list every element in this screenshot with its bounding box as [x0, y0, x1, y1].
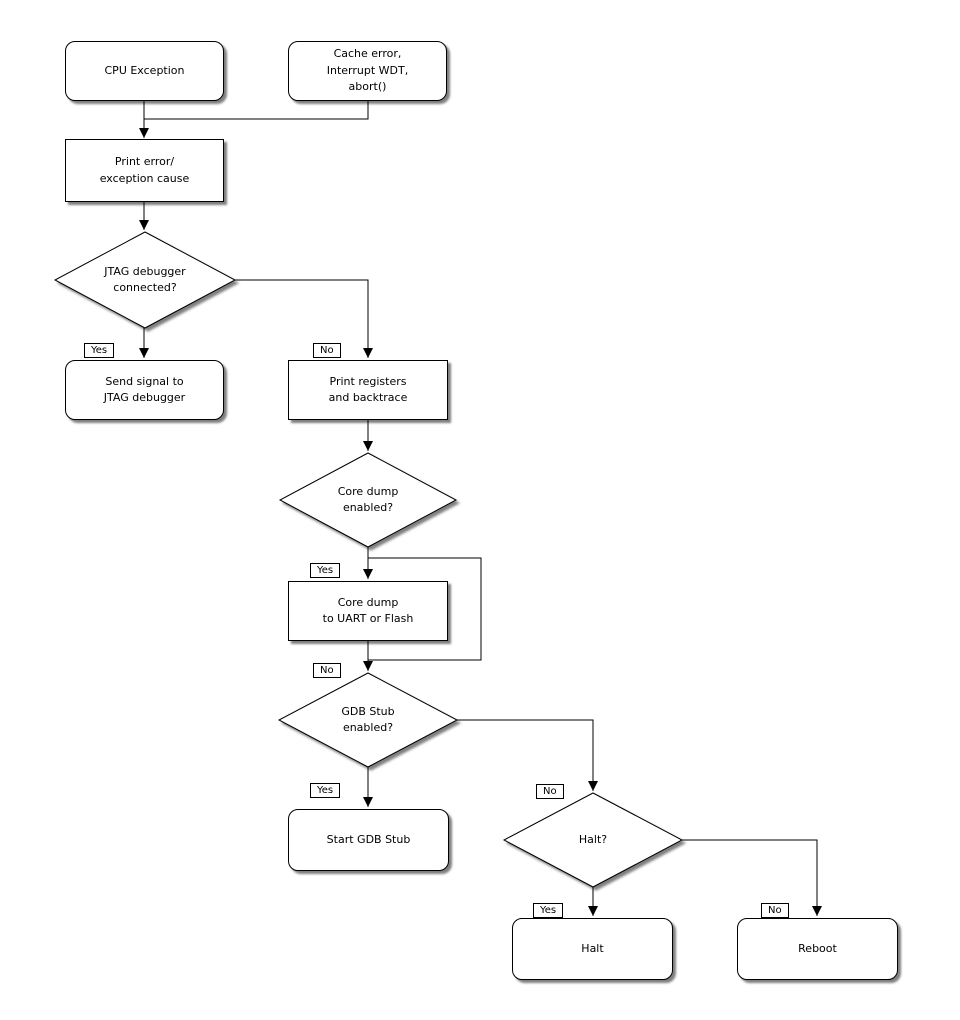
node-print-registers: Print registers and backtrace: [288, 360, 448, 420]
decision-gdb-stub-shape: [277, 672, 459, 768]
node-cache-error: Cache error, Interrupt WDT, abort(): [288, 41, 447, 101]
edge-label-halt-yes: Yes: [533, 903, 564, 918]
decision-jtag-connected-shape: [53, 231, 237, 329]
decision-core-dump-shape: [278, 452, 458, 548]
node-cpu-exception: CPU Exception: [65, 41, 224, 101]
decision-halt-shape: [502, 792, 684, 888]
edge-label-core-dump-no: No: [313, 663, 341, 678]
node-print-error: Print error/ exception cause: [65, 139, 224, 202]
edge-label-jtag-yes: Yes: [84, 343, 115, 358]
node-start-gdb-stub: Start GDB Stub: [288, 809, 449, 871]
node-send-signal-jtag: Send signal to JTAG debugger: [65, 360, 224, 420]
edge-label-halt-no: No: [761, 903, 789, 918]
edge-label-core-dump-yes: Yes: [310, 563, 341, 578]
edge-label-gdb-no: No: [536, 784, 564, 799]
node-core-dump: Core dump to UART or Flash: [288, 581, 448, 641]
connector-coredump-no-bypass: [368, 557, 482, 661]
connector-halt-no: [682, 839, 822, 916]
connector-jtag-no: [235, 279, 373, 358]
connector-gdb-no: [457, 719, 598, 791]
node-reboot: Reboot: [737, 918, 898, 980]
connector-cache-to-junction: [144, 101, 369, 120]
node-halt: Halt: [512, 918, 673, 980]
edge-label-gdb-yes: Yes: [310, 783, 341, 798]
edge-label-jtag-no: No: [313, 343, 341, 358]
